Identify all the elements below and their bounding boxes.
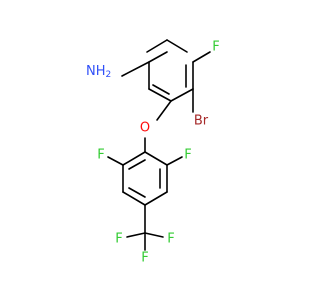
bond-c9-c10 — [122, 191, 146, 206]
bond-c6-n — [121, 61, 150, 77]
atom-o: O — [140, 121, 150, 136]
atom-br: Br — [194, 114, 209, 129]
bond-cf3-f-left — [126, 232, 146, 238]
bond-c10-c11 — [144, 191, 168, 206]
bond-c4-c5-inner — [152, 84, 170, 95]
bond-c4-c5 — [148, 88, 172, 102]
atom-cf3-f-right: F — [167, 232, 174, 247]
bond-c1-c2 — [166, 39, 188, 53]
atom-cf3-f-left: F — [115, 232, 122, 247]
bond-cf3-f-right — [144, 232, 164, 238]
bond-c4-o — [156, 100, 172, 121]
atom-f-right: F — [184, 148, 191, 163]
bond-c3-c4 — [170, 88, 194, 102]
atom-labels: F NH2 Br O F F F F F — [86, 40, 220, 266]
atom-nh2: NH2 — [86, 64, 111, 81]
bond-c7-c8-inner — [128, 159, 146, 170]
bond-c6-c1 — [148, 51, 168, 63]
chemical-structure-diagram: F NH2 Br O F F F F F — [86, 39, 220, 266]
atom-f-top: F — [212, 40, 219, 55]
bonds — [107, 39, 211, 251]
atom-nh-subscript: 2 — [106, 70, 112, 80]
atom-cf3-f-bottom: F — [141, 251, 148, 266]
atom-nh: NH — [86, 64, 106, 79]
bond-c1-c6-inner — [146, 39, 168, 53]
atom-f-left: F — [97, 148, 104, 163]
bond-c12-f — [166, 156, 183, 166]
bond-c8-f — [107, 156, 124, 166]
bond-c7-c8 — [122, 151, 146, 166]
bond-c2-f — [192, 51, 211, 63]
bond-c12-c7 — [144, 151, 168, 166]
bond-c9-c10-inner — [128, 187, 146, 198]
